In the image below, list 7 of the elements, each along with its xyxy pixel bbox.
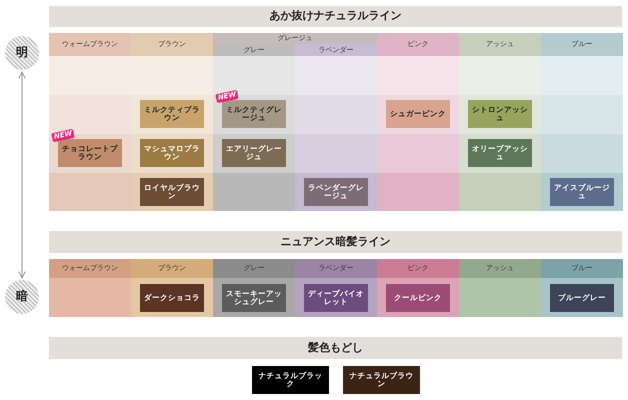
section-band: あか抜けナチュラルライン bbox=[49, 6, 622, 27]
header-cell bbox=[213, 33, 377, 56]
section-band: 髪色もどし bbox=[49, 337, 622, 359]
hatched-circle: 明 bbox=[5, 36, 39, 70]
double-arrow bbox=[18, 72, 26, 278]
section-band: ニュアンス暗髪ライン bbox=[49, 231, 622, 253]
hatched-circle: 暗 bbox=[5, 280, 39, 314]
